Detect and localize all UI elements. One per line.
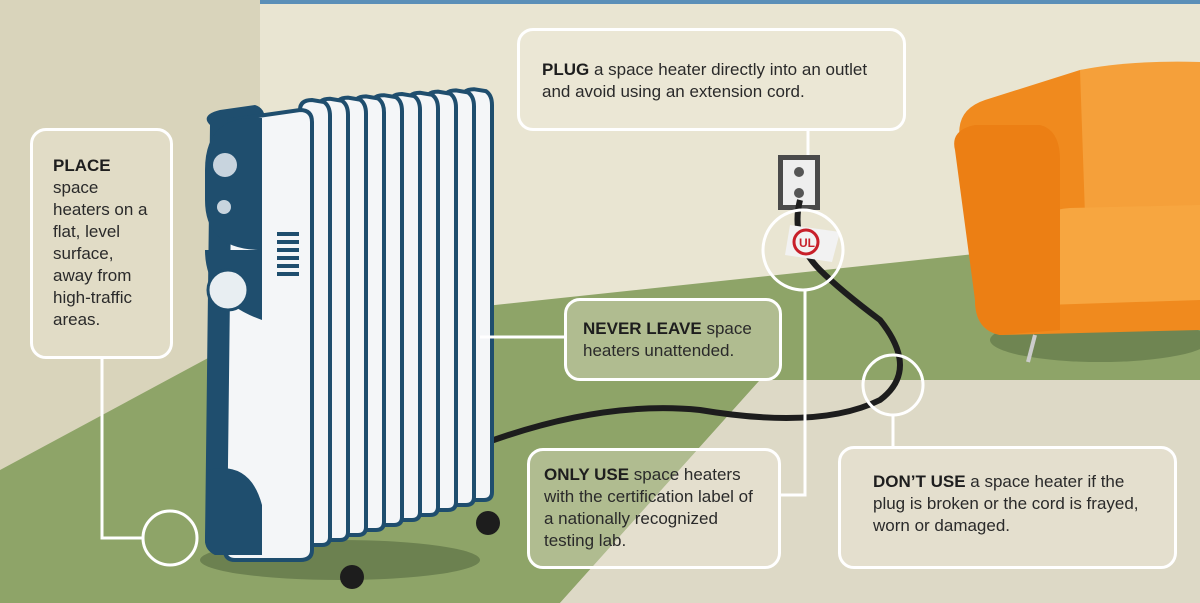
callout-plug-text: a space heater directly into an outlet a… [542, 60, 868, 101]
callout-dont-use-title: DON’T USE [873, 472, 966, 491]
callout-only-use: ONLY USE space heaters with the certific… [527, 448, 781, 569]
callout-dont-use: DON’T USE a space heater if the plug is … [838, 446, 1177, 569]
left-wall [0, 0, 260, 470]
callout-never-leave-text: space heaters unattended. [583, 319, 752, 360]
callout-dont-use-text: a space heater if the plug is broken or … [873, 472, 1139, 535]
callout-only-use-title: ONLY USE [544, 465, 630, 484]
connector-lines [100, 130, 925, 567]
ul-label: UL [785, 225, 840, 262]
floor-light [560, 380, 1200, 603]
power-cord [478, 199, 903, 448]
top-border [0, 0, 1200, 4]
svg-text:UL: UL [799, 236, 815, 250]
callout-place-text: space heaters on a flat, level surface, … [53, 178, 148, 329]
sofa [954, 61, 1200, 363]
callout-only-use-text: space heaters with the certification lab… [544, 465, 753, 550]
callout-plug-title: PLUG [542, 60, 590, 79]
callout-never-leave-title: NEVER LEAVE [583, 319, 702, 338]
callout-plug: PLUG a space heater directly into an out… [517, 28, 906, 131]
callout-place-title: PLACE [53, 156, 111, 175]
oil-heater [200, 87, 500, 589]
callout-never-leave: NEVER LEAVE space heaters unattended. [564, 298, 782, 381]
callout-place: PLACE space heaters on a flat, level sur… [30, 128, 173, 359]
